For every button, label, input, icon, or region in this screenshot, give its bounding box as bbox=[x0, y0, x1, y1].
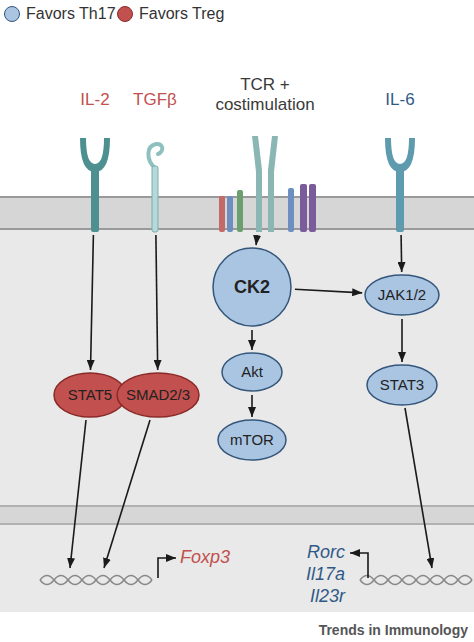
coreceptor-bar bbox=[227, 196, 233, 232]
signal-arrow bbox=[91, 235, 94, 370]
receptor-stalk bbox=[396, 168, 404, 232]
signal-molecule: Akt bbox=[221, 352, 283, 392]
signal-molecule: STAT5 bbox=[53, 372, 127, 418]
dna-strand bbox=[40, 576, 152, 585]
receptor-label: TCR + costimulation bbox=[200, 75, 330, 114]
signal-molecule: STAT3 bbox=[366, 364, 438, 406]
receptor: TGFβ bbox=[128, 90, 182, 232]
signal-arrow bbox=[400, 235, 402, 272]
gene-name: Rorc bbox=[275, 542, 345, 564]
legend-swatch bbox=[117, 6, 133, 22]
receptor-cup bbox=[80, 138, 110, 172]
dna-left bbox=[40, 576, 152, 585]
membrane-line bbox=[0, 505, 474, 507]
node-label: STAT5 bbox=[68, 386, 112, 403]
legend-item: Favors Th17 bbox=[4, 5, 116, 23]
tcr-complex bbox=[219, 136, 316, 232]
legend-text: Favors Th17 bbox=[26, 5, 116, 23]
receptor: IL-6 bbox=[375, 90, 425, 232]
node-shape bbox=[222, 353, 282, 391]
transcription-arrow bbox=[158, 558, 176, 578]
signal-arrow bbox=[251, 330, 253, 350]
signal-arrow bbox=[256, 235, 257, 245]
dna-strand bbox=[360, 576, 472, 585]
receptor-stalk bbox=[152, 166, 158, 232]
gene-name: Foxp3 bbox=[180, 547, 250, 569]
coreceptor-bar bbox=[237, 190, 243, 232]
node-shape bbox=[117, 373, 199, 417]
dna-right bbox=[360, 576, 472, 585]
signal-arrow bbox=[156, 235, 158, 370]
nuclear-membrane bbox=[0, 505, 474, 525]
node-label: JAK1/2 bbox=[378, 286, 426, 303]
dna-strand bbox=[40, 576, 152, 585]
receptor-hook bbox=[148, 144, 162, 168]
gene-name: Il17a bbox=[275, 564, 345, 586]
receptor-label: IL-2 bbox=[80, 90, 109, 110]
signal-arrow bbox=[70, 420, 86, 568]
receptor: TCR + costimulation bbox=[200, 75, 330, 232]
coreceptor-bar bbox=[288, 188, 294, 232]
transcription-arrow bbox=[350, 553, 368, 578]
gene-name: Il23r bbox=[275, 586, 345, 608]
journal-credit: Trends in Immunology bbox=[280, 622, 468, 639]
il2-receptor bbox=[80, 138, 110, 232]
signal-molecule: mTOR bbox=[217, 419, 287, 461]
signal-arrow bbox=[104, 420, 150, 568]
node-label: STAT3 bbox=[380, 376, 424, 393]
node-label: Akt bbox=[241, 363, 263, 380]
receptor-label: IL-6 bbox=[385, 90, 414, 110]
node-shape bbox=[213, 248, 291, 326]
il6-receptor bbox=[385, 138, 415, 232]
receptor: IL-2 bbox=[70, 90, 120, 232]
kinase-circle: CK2 bbox=[212, 247, 292, 327]
legend-swatch bbox=[4, 6, 20, 22]
node-shape bbox=[218, 420, 286, 460]
legend-text: Favors Treg bbox=[139, 5, 224, 23]
node-label: CK2 bbox=[234, 277, 270, 298]
node-shape bbox=[365, 275, 439, 315]
receptor-cup bbox=[385, 138, 415, 172]
node-label: mTOR bbox=[230, 431, 274, 448]
tcr-chain bbox=[252, 136, 262, 232]
costim-bar bbox=[300, 184, 307, 232]
signal-arrow bbox=[405, 408, 432, 568]
signal-arrow bbox=[251, 395, 253, 417]
membrane-line bbox=[0, 523, 474, 525]
tcr-chain bbox=[268, 136, 278, 232]
coreceptor-bar bbox=[219, 196, 225, 232]
node-shape bbox=[54, 373, 126, 417]
node-label: SMAD2/3 bbox=[126, 386, 190, 403]
node-shape bbox=[367, 365, 437, 405]
receptor-label: TGFβ bbox=[133, 90, 177, 110]
dna-strand bbox=[360, 576, 472, 585]
signal-arrow bbox=[295, 289, 362, 293]
legend-item: Favors Treg bbox=[117, 5, 224, 23]
costim-bar bbox=[309, 184, 316, 232]
signal-molecule: JAK1/2 bbox=[364, 274, 440, 316]
cytoplasm bbox=[0, 198, 474, 612]
tgfb-receptor bbox=[148, 144, 162, 232]
signal-arrow bbox=[401, 319, 403, 362]
receptor-stalk bbox=[91, 168, 99, 232]
signal-molecule: SMAD2/3 bbox=[116, 372, 200, 418]
